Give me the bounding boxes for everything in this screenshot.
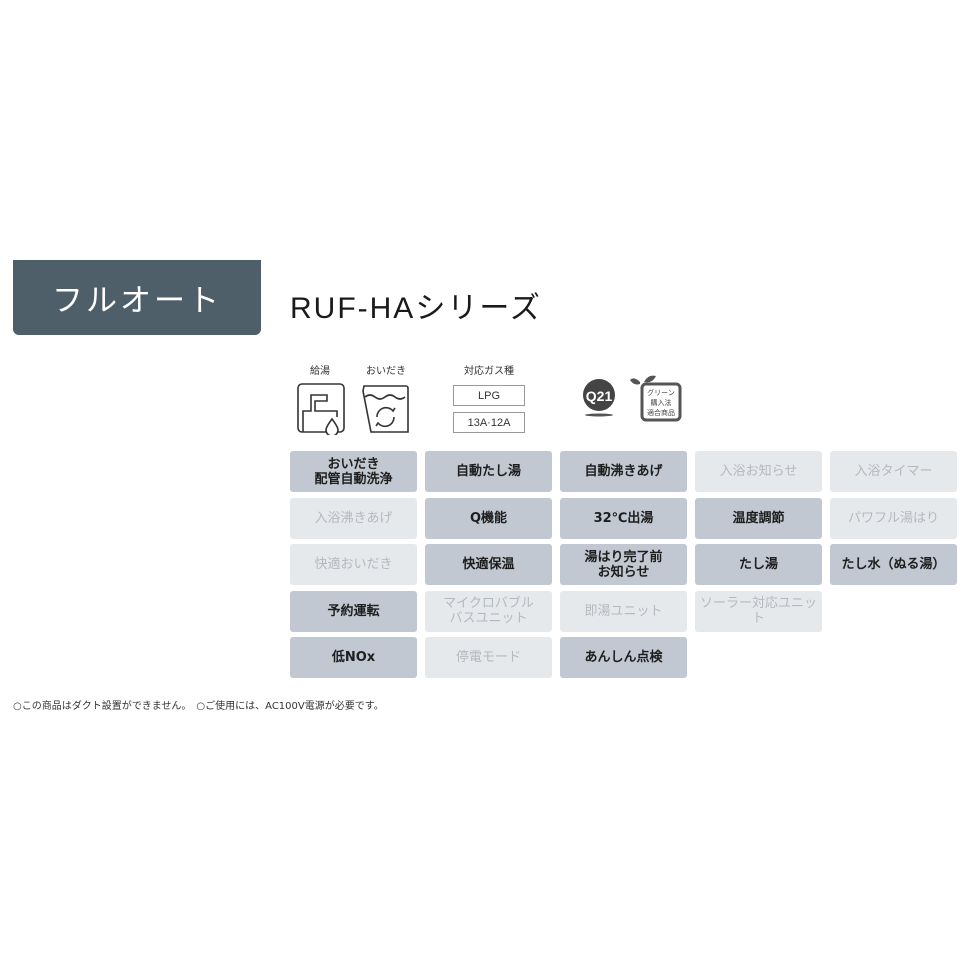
feature-cell: 32℃出湯 <box>560 497 687 539</box>
green-purchase-mark-icon: グリーン 購入法 適合商品 <box>630 374 684 426</box>
feature-cell: 停電モード <box>425 637 552 678</box>
svg-text:Q21: Q21 <box>586 388 613 404</box>
feature-cell: 予約運転 <box>290 590 417 632</box>
feature-cell: おいだき 配管自動洗浄 <box>290 451 417 492</box>
feature-cell: 入浴沸きあげ <box>290 497 417 539</box>
feature-cell: あんしん点検 <box>560 637 687 678</box>
svg-text:購入法: 購入法 <box>651 398 672 407</box>
gas-type-label: 対応ガス種 <box>464 366 514 377</box>
reheat-icon <box>361 383 411 439</box>
feature-cell: パワフル湯はり <box>830 497 957 539</box>
kyuto-label: 給湯 <box>310 366 330 377</box>
feature-cell: 即湯ユニット <box>560 590 687 632</box>
q21-mark-icon: Q21 <box>581 378 617 422</box>
feature-cell: Q機能 <box>425 497 552 539</box>
svg-text:グリーン: グリーン <box>647 388 675 397</box>
series-title: RUF-HAシリーズ <box>290 292 542 325</box>
feature-cell: 入浴お知らせ <box>695 451 822 492</box>
feature-cell: 快適保温 <box>425 544 552 585</box>
footnote: ○この商品はダクト設置ができません。 ○ご使用には、AC100V電源が必要です。 <box>13 701 384 712</box>
feature-cell: たし湯 <box>695 544 822 585</box>
feature-grid: おいだき 配管自動洗浄自動たし湯自動沸きあげ入浴お知らせ入浴タイマー入浴沸きあげ… <box>290 451 957 678</box>
oidaki-label: おいだき <box>366 366 406 377</box>
feature-cell: マイクロバブル バスユニット <box>425 590 552 632</box>
feature-cell: 低NOx <box>290 637 417 678</box>
feature-cell <box>830 591 957 632</box>
feature-cell: 快適おいだき <box>290 544 417 585</box>
feature-cell: 温度調節 <box>695 497 822 539</box>
feature-cell: 自動沸きあげ <box>560 451 687 492</box>
feature-cell: たし水（ぬる湯） <box>830 544 957 585</box>
feature-cell: ソーラー対応ユニット <box>695 590 822 632</box>
category-badge: フルオート <box>13 260 261 335</box>
gas-type-lpg: LPG <box>453 385 525 406</box>
svg-text:適合商品: 適合商品 <box>647 408 675 417</box>
feature-cell: 入浴タイマー <box>830 451 957 492</box>
faucet-icon <box>297 383 347 439</box>
gas-type-13a: 13A·12A <box>453 412 525 433</box>
feature-cell: 自動たし湯 <box>425 451 552 492</box>
category-label: フルオート <box>52 283 222 319</box>
feature-cell: 湯はり完了前 お知らせ <box>560 544 687 585</box>
